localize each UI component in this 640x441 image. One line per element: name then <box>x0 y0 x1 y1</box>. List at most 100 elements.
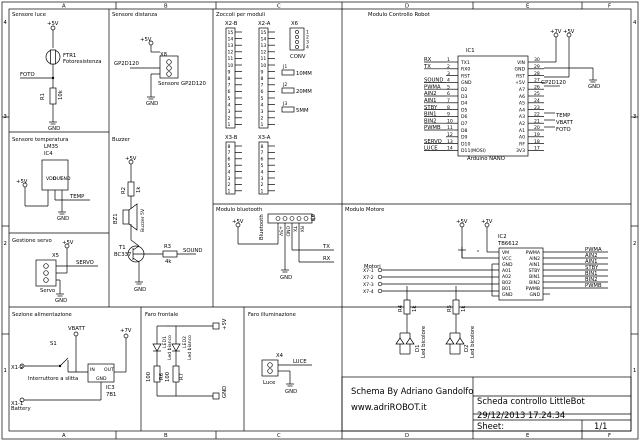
light-5v-label: +5V <box>47 21 59 27</box>
section-title-sensore-luce: Sensore luce <box>12 12 46 18</box>
ic3-value: 7B1 <box>106 392 116 398</box>
socket-pin-group: 1514131211109876543211514131211109876543… <box>228 30 310 195</box>
ic3-label: IC3 <box>106 385 115 391</box>
conv-pin <box>295 40 299 44</box>
arduino-net-label: SOUND <box>424 78 443 84</box>
socket-pin-number: 8 <box>261 144 264 150</box>
bt-5v-label: +5V <box>232 219 244 225</box>
bt-pin <box>303 216 309 221</box>
arduino-left-pin-number: 7 <box>447 98 450 104</box>
arduino-left-pin-number: 14 <box>447 146 453 152</box>
s1-label: S1 <box>50 341 57 347</box>
conv-pin-number: 4 <box>306 45 309 51</box>
arduino-net-label: TX <box>423 64 431 70</box>
x12-label: X1-2 <box>11 365 23 371</box>
d2-label: D2 <box>464 345 470 352</box>
x9-label: X9 <box>311 214 317 221</box>
col-label-b-top: B <box>164 4 168 10</box>
motor-connector-pin <box>377 267 383 273</box>
motor-5v-label: +5V <box>456 219 468 225</box>
arduino-nano <box>457 55 529 157</box>
conv-pin <box>295 30 299 34</box>
bt-rx-net: RX <box>323 256 331 262</box>
tb-net-label: STBY <box>585 265 599 271</box>
socket-pin-number: 3 <box>261 176 264 182</box>
tb-net-label: AIN2 <box>585 253 598 259</box>
d2-value: Led bicolore <box>470 326 476 358</box>
socket-pin-number: 4 <box>228 169 231 175</box>
row-label-1-right: 1 <box>633 368 636 374</box>
socket-pin-number: 15 <box>228 30 234 36</box>
col-label-a-bottom: A <box>62 433 66 439</box>
title-block-frame <box>341 376 632 432</box>
schematic-title: Scheda controllo LittleBot <box>477 396 586 406</box>
tb-left-pin-name: VM <box>502 250 509 256</box>
socket-pin-number: 14 <box>261 36 267 42</box>
x8-label: X8 <box>160 52 168 58</box>
led2-value: Led bianco <box>187 335 193 360</box>
conv-pin-number: 1 <box>306 30 309 36</box>
socket-pin-number: 10 <box>261 63 267 69</box>
socket-pin-number: 5 <box>261 163 264 169</box>
tb-right-pin-name: GND <box>529 292 540 298</box>
socket-pin-number: 7 <box>228 150 231 156</box>
tb-right-pin-name: STBY <box>529 268 541 274</box>
col-label-f-top: F <box>608 4 611 10</box>
module-sockets <box>225 27 305 195</box>
arduino-right-pin-number: 25 <box>534 91 540 97</box>
arduino-right-pin-number: 29 <box>534 64 540 70</box>
row-label-2-right: 2 <box>633 241 636 247</box>
socket-pin-number: 12 <box>228 50 234 56</box>
socket-pin-number: 7 <box>228 83 231 89</box>
tb-left-pin-name: VCC <box>502 256 512 262</box>
arduino-right-pin-number: 22 <box>534 112 540 118</box>
motor-connector-group: X7-1X7-2X7-3X7-4 <box>363 267 499 295</box>
bluetooth-module <box>235 213 334 273</box>
r4-label: R4 <box>398 304 404 312</box>
servo-gnd-label: GND <box>55 298 67 304</box>
motori-label: Motori <box>364 264 381 270</box>
socket-pin-number: 2 <box>228 116 231 122</box>
lm35-pin-vdd: VDD <box>46 176 57 182</box>
col-label-e-top: E <box>526 4 530 10</box>
tb-right-pin-name: AIN1 <box>529 262 540 268</box>
motor-connector-pin <box>377 274 383 280</box>
ic3-gnd-label: GND <box>96 376 107 382</box>
arduino-left-pin-number: 13 <box>447 139 453 145</box>
arduino-net-label: BIN2 <box>424 118 437 124</box>
arduino-left-pin-number: 5 <box>447 84 450 90</box>
section-title-sensore-temperatura: Sensore temperatura <box>12 137 68 143</box>
conv-label: CONV <box>290 54 306 60</box>
arduino-left-pin-number: 10 <box>447 118 453 124</box>
row-label-4-left: 4 <box>4 20 8 26</box>
arduino-right-pin-name: RF <box>519 141 525 147</box>
x5-label: X5 <box>52 253 59 259</box>
ic3-out-label: OUT <box>104 367 114 373</box>
bt-pin <box>289 216 295 221</box>
ftr1-label: FTR1 <box>63 53 76 59</box>
front-light-circuit <box>152 322 220 400</box>
section-title-motore: Modulo Motore <box>345 207 384 213</box>
front-light-5v: +5V <box>222 318 228 330</box>
net-gp2d120: GP2D120 <box>541 80 566 86</box>
temperature-sensor-circuit <box>22 159 90 215</box>
r6-label: R6 <box>159 372 165 380</box>
power-circuit <box>19 331 129 403</box>
socket-pin-number: 1 <box>228 122 231 128</box>
buzzer-gnd-label: GND <box>134 287 146 293</box>
motor-connector-label: X7-2 <box>363 275 374 281</box>
luce-net-label: LUCE <box>293 359 307 365</box>
bluetooth-label: Bluetooth <box>259 214 265 240</box>
section-title-alimentazione: Sezione alimentazione <box>12 312 72 318</box>
ic3-in-label: IN <box>90 367 95 373</box>
arduino-right-pin-number: 26 <box>534 84 540 90</box>
socket-pin-number: 3 <box>228 176 231 182</box>
socket-pin-number: 11 <box>228 56 234 62</box>
socket-pin-number: 8 <box>228 76 231 82</box>
net-temp: TEMP <box>555 113 571 119</box>
lm35-pin-out: OUT <box>53 176 63 182</box>
section-grid <box>9 9 631 431</box>
sound-net-label: SOUND <box>183 248 202 254</box>
arduino-name: Arduino NANO <box>467 156 505 162</box>
